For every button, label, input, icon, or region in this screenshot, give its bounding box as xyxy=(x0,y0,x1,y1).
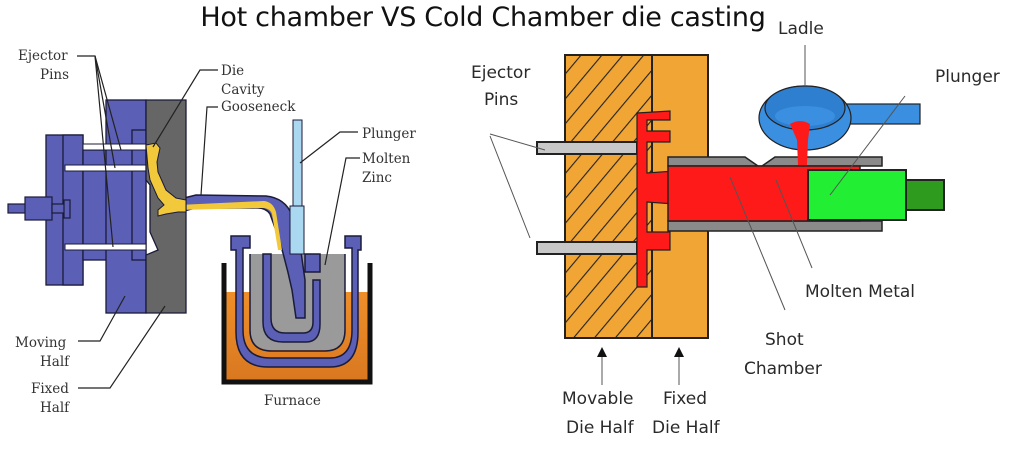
die-cavity xyxy=(145,142,187,217)
gooseneck xyxy=(175,194,321,343)
plunger-head xyxy=(807,169,907,221)
cold-arrows xyxy=(597,347,684,357)
label-plunger: Plunger xyxy=(362,126,416,142)
shot-chamber-bottom xyxy=(667,220,883,232)
label-movable-die-half: Movable xyxy=(562,389,634,409)
label-moving-half: Moving xyxy=(15,335,67,351)
label-fixed-half: Fixed xyxy=(31,381,69,397)
cold-leader-lines xyxy=(489,45,906,385)
label-moving-half-2: Half xyxy=(40,354,70,370)
label-ejector-pins: Ejector xyxy=(471,63,530,83)
plunger xyxy=(289,119,305,255)
label-ejector-pins-2: Pins xyxy=(40,67,69,83)
moving-half xyxy=(7,99,147,314)
label-gooseneck: Gooseneck xyxy=(221,99,296,115)
label-shot-chamber: Shot xyxy=(765,330,804,350)
label-die-cavity-2: Cavity xyxy=(221,82,265,98)
label-movable-die-half-2: Die Half xyxy=(566,418,635,438)
label-ejector-pins: Ejector xyxy=(18,48,68,64)
ladle xyxy=(758,85,921,165)
label-die-cavity: Die xyxy=(221,63,244,79)
page-title: Hot chamber VS Cold Chamber die casting xyxy=(0,2,1030,33)
plunger-rod xyxy=(905,179,945,211)
label-ladle: Ladle xyxy=(778,19,824,39)
ejector-pin-top xyxy=(536,141,638,155)
label-molten-zinc: Molten xyxy=(362,151,411,167)
arrow-up-icon xyxy=(597,347,607,357)
label-ejector-pins-2: Pins xyxy=(484,90,518,110)
label-plunger: Plunger xyxy=(935,67,1000,87)
label-fixed-die-half-2: Die Half xyxy=(652,418,721,438)
label-fixed-die-half: Fixed xyxy=(663,389,707,409)
cold-labels: Ladle Ejector Pins Plunger Molten Metal … xyxy=(471,19,1000,438)
label-shot-chamber-2: Chamber xyxy=(744,359,822,379)
cold-chamber-diagram: Ladle Ejector Pins Plunger Molten Metal … xyxy=(471,19,1000,438)
label-molten-metal: Molten Metal xyxy=(805,282,915,302)
ejector-pin-bottom xyxy=(536,241,638,255)
arrow-up-icon xyxy=(674,347,684,357)
hot-labels: Ejector Pins Die Cavity Gooseneck Plunge… xyxy=(15,48,416,416)
label-molten-zinc-2: Zinc xyxy=(362,170,392,186)
title-text: Hot chamber VS Cold Chamber die casting xyxy=(200,2,766,33)
shot-chamber-top xyxy=(667,156,883,167)
label-furnace: Furnace xyxy=(264,393,321,409)
hot-chamber-diagram: Ejector Pins Die Cavity Gooseneck Plunge… xyxy=(7,48,416,416)
hot-leader-lines xyxy=(77,55,360,389)
label-fixed-half-2: Half xyxy=(40,400,70,416)
